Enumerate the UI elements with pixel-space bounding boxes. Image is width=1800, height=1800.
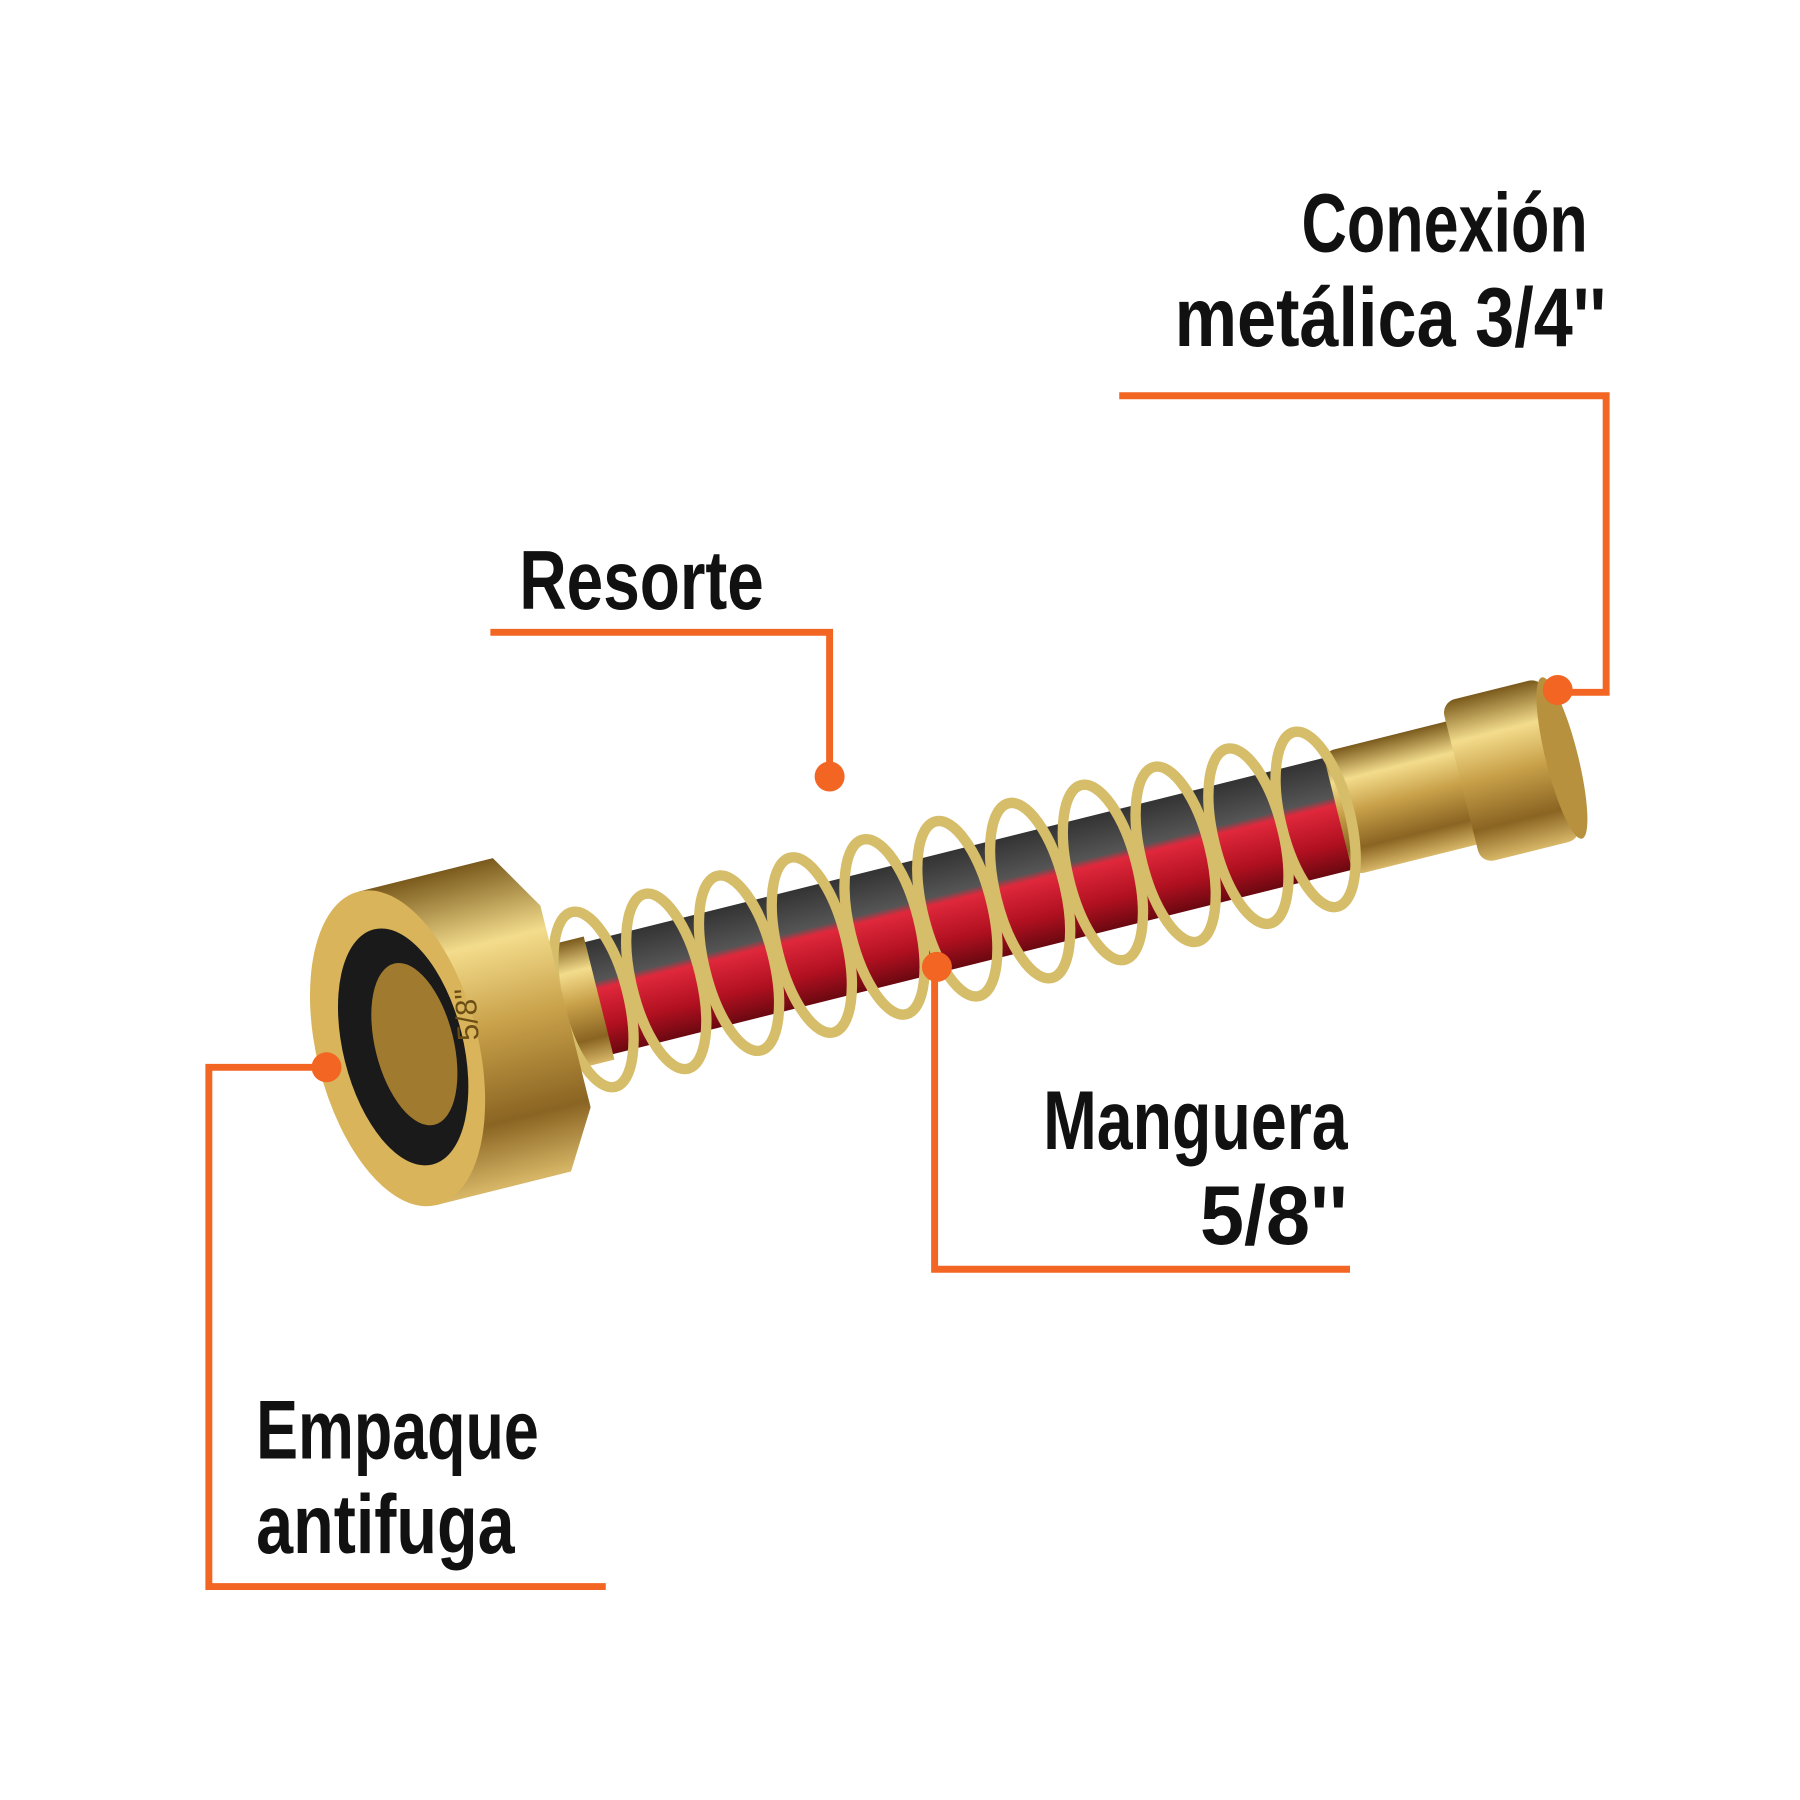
manguera-label-2: 5/8'' [1200,1169,1348,1262]
hose-product: 5/8" [309,677,1588,1207]
nut-marking: 5/8" [449,987,486,1042]
conexion-label-2: metálica 3/4'' [1175,271,1607,364]
male-fitting [1325,718,1497,873]
empaque-leader [205,1063,606,1590]
manguera-label-1: Manguera [1043,1074,1348,1167]
resorte-dot [814,761,845,792]
resorte-leader [490,628,834,777]
empaque-dot [311,1052,342,1083]
manguera-leader [931,966,1350,1273]
resorte-label: Resorte [519,534,764,627]
conexion-dot [1542,675,1573,705]
conexion-leader [1119,392,1610,696]
empaque-label-1: Empaque [256,1383,539,1476]
spring [548,726,1361,1093]
conexion-label-1: Conexión [1302,177,1588,270]
hose-body [540,752,1375,1066]
callout-lines [205,392,1610,1590]
callout-dots [311,675,1573,1083]
empaque-label-2: antifuga [256,1478,515,1571]
manguera-dot [921,951,952,982]
